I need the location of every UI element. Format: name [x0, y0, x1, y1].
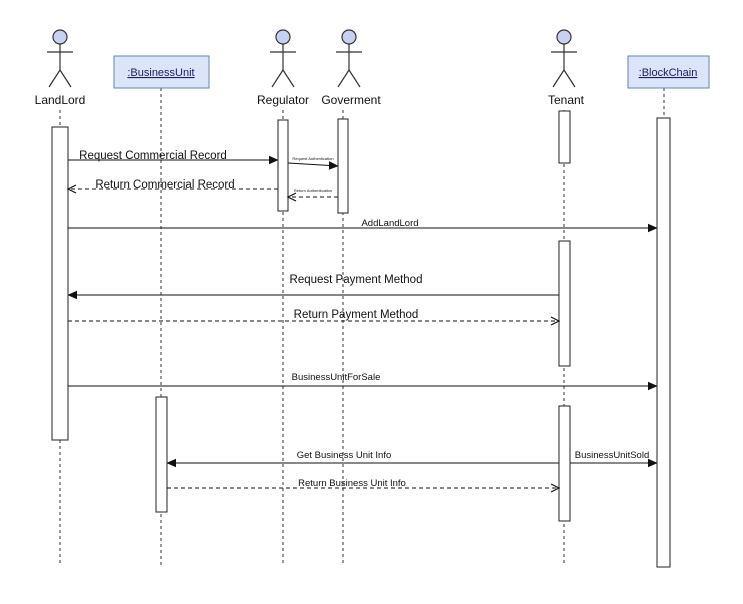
- actor-landlord: LandLord: [35, 29, 86, 107]
- message-business-unit-for-sale: BusinessUnitForSale: [68, 372, 657, 386]
- message-label: Return Business Unit Info: [298, 478, 406, 489]
- message-request-commercial-record: Request Commercial Record: [68, 150, 278, 162]
- activation-bar-tenant-3: [558, 405, 571, 522]
- message-label: Return Authentication: [294, 188, 332, 193]
- object-label-business-unit: :BusinessUnit: [127, 67, 194, 79]
- message-return-payment-method: Return Payment Method: [68, 309, 559, 321]
- activation-bar-landlord: [51, 126, 69, 441]
- stick-figure-icon: [336, 29, 362, 88]
- message-business-unit-sold: BusinessUnitSold: [570, 450, 657, 463]
- actor-government: Goverment: [321, 29, 381, 107]
- actor-tenant: Tenant: [548, 29, 585, 107]
- actor-label-regulator: Regulator: [257, 93, 309, 107]
- message-label: Return Commercial Record: [95, 179, 234, 191]
- actor-label-landlord: LandLord: [35, 93, 86, 107]
- activation-bar-tenant-1: [558, 110, 571, 164]
- stick-figure-icon: [551, 29, 577, 88]
- message-label: Return Payment Method: [294, 309, 419, 321]
- actor-regulator: Regulator: [257, 29, 309, 107]
- message-label: Get Business Unit Info: [297, 450, 392, 461]
- message-return-business-unit-info: Return Business Unit Info: [167, 478, 559, 489]
- message-label: Request Authentication: [292, 156, 333, 161]
- message-return-authentication: Return Authentication: [288, 188, 338, 197]
- message-return-commercial-record: Return Commercial Record: [68, 179, 278, 191]
- activation-bar-business-unit: [155, 396, 168, 513]
- object-box-business-unit: [113, 55, 210, 89]
- message-label: AddLandLord: [361, 218, 418, 229]
- message-label: BusinessUnitForSale: [292, 372, 381, 383]
- object-business-unit: :BusinessUnit: [113, 55, 210, 89]
- message-label: Request Payment Method: [290, 274, 423, 286]
- message-request-payment-method: Request Payment Method: [68, 274, 559, 295]
- message-add-landlord: AddLandLord: [68, 218, 657, 229]
- activation-bar-government: [337, 118, 349, 214]
- stick-figure-icon: [270, 29, 296, 88]
- message-label: Request Commercial Record: [79, 150, 227, 162]
- activation-bar-regulator: [277, 119, 289, 212]
- activation-bar-blockchain: [656, 117, 671, 568]
- actor-label-government: Goverment: [321, 93, 381, 107]
- activation-bar-tenant-2: [558, 240, 571, 367]
- stick-figure-icon: [47, 29, 73, 88]
- message-get-business-unit-info: Get Business Unit Info: [167, 450, 559, 463]
- object-box-blockchain: [627, 55, 710, 89]
- object-blockchain: :BlockChain: [627, 55, 710, 89]
- message-request-authentication: Request Authentication: [287, 156, 338, 166]
- actor-label-tenant: Tenant: [548, 93, 585, 107]
- object-label-blockchain: :BlockChain: [639, 67, 698, 79]
- message-label: BusinessUnitSold: [575, 450, 649, 461]
